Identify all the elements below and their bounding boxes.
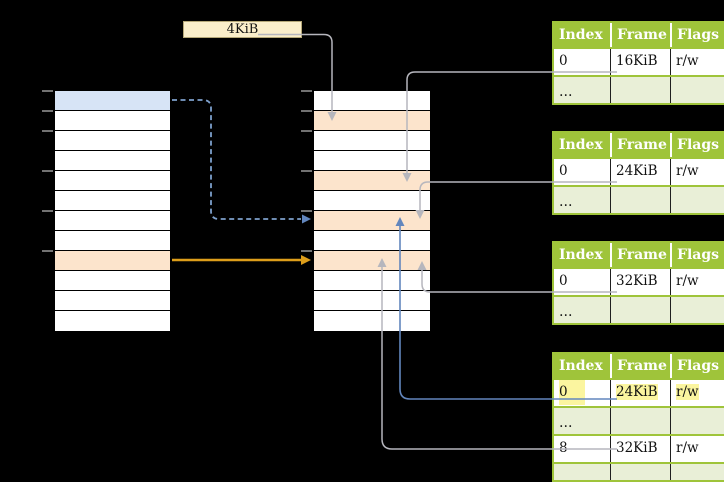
table-row-entry: 0 24KiB r/w [554,378,724,406]
table-cell: r/w [670,269,721,295]
highlighted-entry-text: 0 [559,380,585,405]
memory-row [55,211,170,231]
virtual-memory-column [53,89,172,333]
table-row-ellipsis: … [554,75,724,103]
physical-memory-ticks [301,90,312,252]
highlighted-memory-row [55,91,170,111]
table-cell: r/w [670,159,721,185]
arrowhead-right-icon [302,214,311,224]
table-cell: 8 [559,440,568,456]
table-cell: 24KiB [610,380,670,406]
arrowhead-right-icon [301,255,311,265]
column-header-flags: Flags [670,133,721,157]
table-cell: … [559,415,573,431]
table-row-ellipsis: … [554,406,724,434]
table-cell: 24KiB [610,159,670,185]
table-cell: r/w [670,380,721,406]
table-cell: 0 [559,273,568,289]
highlighted-entry-text: r/w [676,384,699,400]
column-header-flags: Flags [670,243,721,267]
table-cell: r/w [670,436,721,462]
memory-row [314,151,430,171]
memory-row [314,311,430,331]
highlighted-memory-row [314,251,430,271]
memory-row [314,291,430,311]
page-size-label: 4KiB [183,21,302,38]
virtual-memory-ticks [42,90,53,252]
highlighted-memory-row [314,111,430,131]
table-cell: 0 [554,380,610,406]
table-cell [610,77,670,103]
memory-row [55,111,170,131]
highlighted-memory-row [314,211,430,231]
page-size-label-text: 4KiB [226,22,259,37]
highlighted-memory-row [314,171,430,191]
table-cell: 16KiB [610,49,670,75]
memory-row [55,291,170,311]
table-cell: 32KiB [610,269,670,295]
table-row-ellipsis: … [554,462,724,480]
table-cell: … [559,84,573,100]
table-cell: 32KiB [610,436,670,462]
memory-row [55,131,170,151]
column-header-index: Index [559,137,603,153]
memory-row [55,171,170,191]
memory-row [55,231,170,251]
table-cell: … [559,304,573,320]
table-cell [670,297,721,323]
table-cell [610,297,670,323]
table-cell [670,464,721,480]
column-header-frame: Frame [610,133,670,157]
table-cell [670,77,721,103]
memory-row [55,271,170,291]
column-header-index: Index [559,358,603,374]
memory-row [314,91,430,111]
memory-row [314,191,430,211]
memory-row [314,231,430,251]
table-cell [610,408,670,434]
column-header-flags: Flags [670,354,721,378]
table-cell [670,187,721,213]
table-cell [610,464,670,480]
table-cell [670,408,721,434]
column-header-frame: Frame [610,23,670,47]
table-cell: … [559,471,573,480]
table-row-ellipsis: … [554,185,724,213]
memory-row [55,191,170,211]
table-cell: … [559,194,573,210]
table-cell: r/w [670,49,721,75]
memory-row [314,131,430,151]
column-header-frame: Frame [610,243,670,267]
memory-row [55,151,170,171]
highlighted-memory-row [55,251,170,271]
column-header-flags: Flags [670,23,721,47]
table-row-ellipsis: … [554,295,724,323]
connector-virtual-page-dashed [172,99,301,220]
table-cell: 0 [559,163,568,179]
table-cell: 0 [559,53,568,69]
highlighted-entry-text: 24KiB [616,384,658,400]
table-cell [610,187,670,213]
physical-memory-column [312,89,432,333]
memory-row [55,311,170,331]
memory-row [314,271,430,291]
column-header-frame: Frame [610,354,670,378]
column-header-index: Index [559,247,603,263]
column-header-index: Index [559,27,603,43]
